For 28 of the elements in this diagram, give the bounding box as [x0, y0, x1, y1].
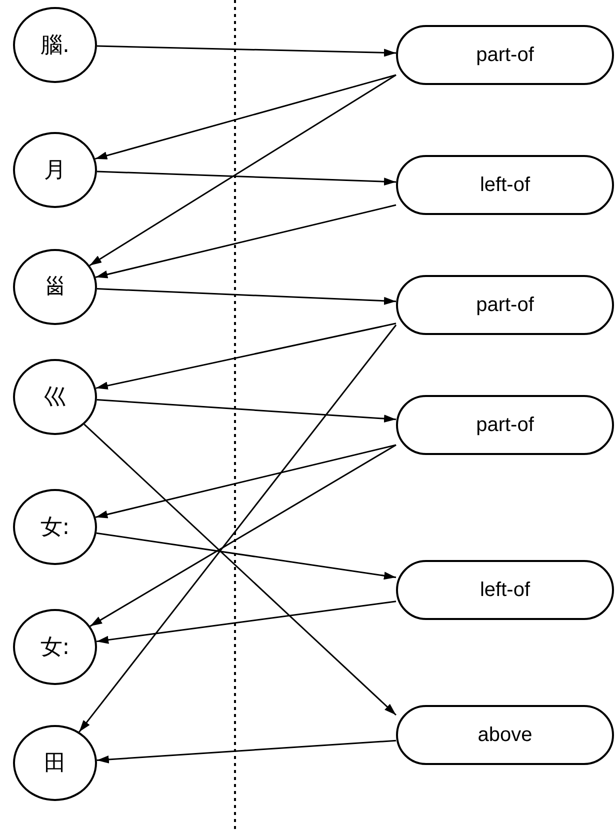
arrow	[90, 444, 396, 627]
arrow	[96, 740, 396, 764]
character-circle: 女:	[13, 489, 97, 565]
arrow	[89, 74, 396, 266]
arrow	[96, 600, 396, 644]
relation-box: above	[396, 705, 614, 765]
arrow	[78, 324, 397, 732]
arrow	[96, 532, 396, 580]
character-circle: 月	[13, 132, 97, 208]
arrow	[94, 74, 396, 160]
character-circle: 腦.	[13, 7, 97, 83]
relation-box: part-of	[396, 25, 614, 85]
character-circle: 𡿺	[13, 249, 97, 325]
arrow	[96, 322, 396, 390]
arrow	[84, 424, 397, 716]
relation-box: left-of	[396, 560, 614, 620]
arrow	[95, 444, 396, 518]
arrow	[96, 170, 396, 186]
arrow	[95, 204, 396, 278]
arrow	[96, 288, 396, 305]
relation-box: left-of	[396, 155, 614, 215]
relation-box: part-of	[396, 275, 614, 335]
character-circle: 田	[13, 725, 97, 801]
arrow	[96, 399, 396, 423]
character-circle: 巛	[13, 359, 97, 435]
relation-box: part-of	[396, 395, 614, 455]
character-circle: 女:	[13, 609, 97, 685]
arrow	[96, 45, 396, 57]
